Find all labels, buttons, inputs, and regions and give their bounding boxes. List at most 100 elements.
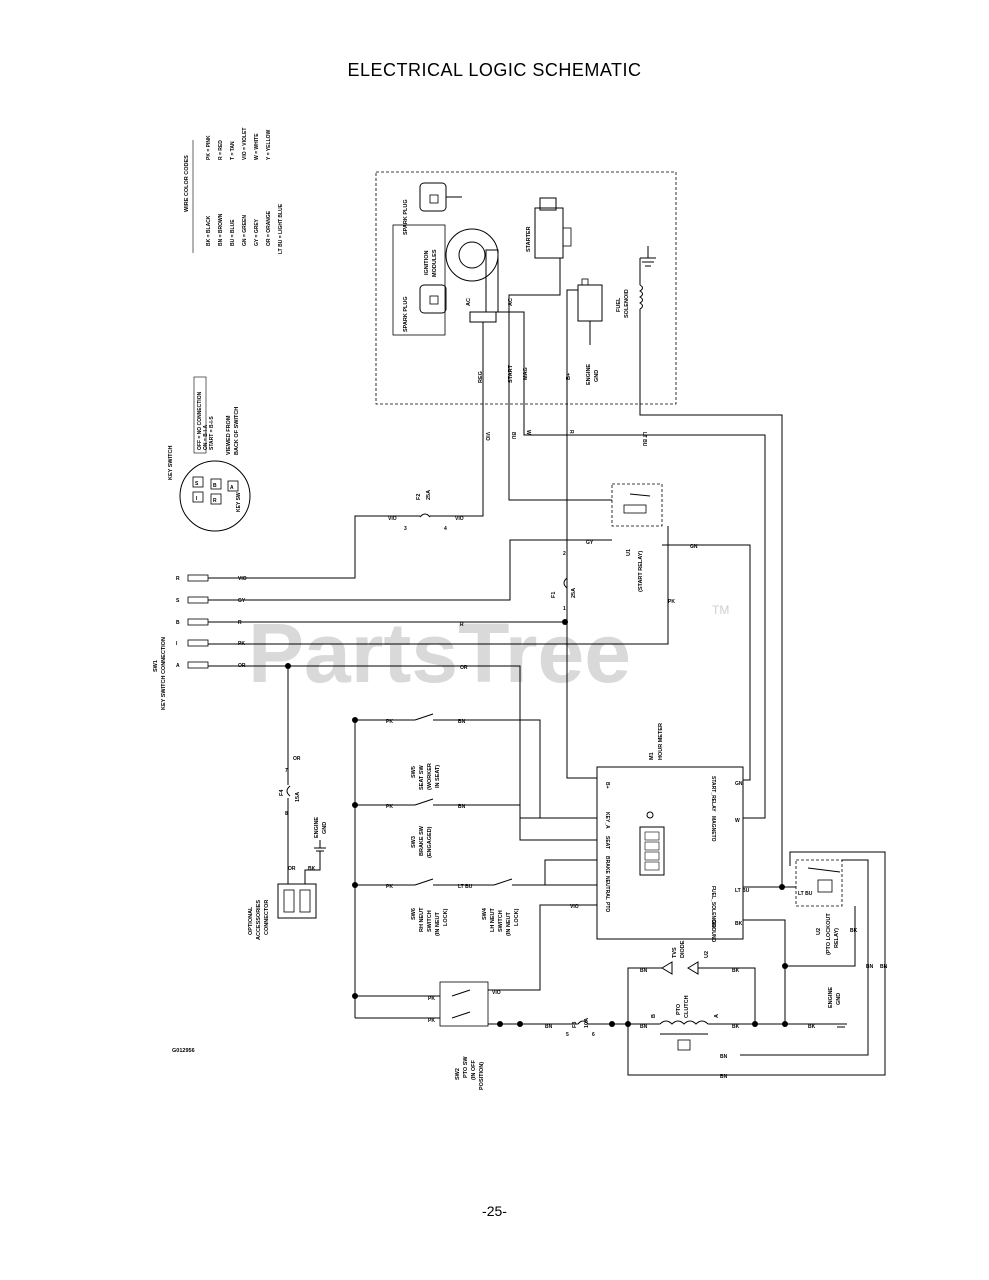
svg-text:BN: BN: [880, 964, 888, 970]
svg-text:PTO SW: PTO SW: [463, 1056, 469, 1078]
fuse-rating: 25A: [571, 588, 577, 598]
svg-text:PK: PK: [668, 599, 675, 605]
svg-text:CONNECTOR: CONNECTOR: [264, 900, 270, 935]
fuse-pin: 7: [285, 768, 288, 774]
drawing-number: G012956: [172, 1048, 195, 1054]
start-relay-boundary: [611, 483, 663, 527]
svg-text:ENGINE: ENGINE: [828, 987, 834, 1008]
ignition-modules-label: IGNITION: [424, 251, 430, 275]
fuse-pin: 2: [563, 551, 566, 557]
svg-text:IN SEAT): IN SEAT): [435, 765, 441, 788]
switch-contact: [414, 713, 434, 721]
key-conn-wire: GY: [238, 598, 246, 604]
spark-plug-1-label: SPARK PLUG: [403, 199, 409, 235]
terminal-start: START: [508, 364, 514, 383]
fuse-f1-symbol: [563, 577, 568, 589]
pto-lockout-relay-u2: U2 (PTO LOCKOUT RELAY): [795, 859, 843, 955]
diode-symbol: [661, 961, 673, 975]
spark-plug-2: [419, 284, 447, 314]
svg-text:BK: BK: [808, 1024, 816, 1030]
hour-meter-display: [639, 826, 665, 876]
svg-text:LT BU: LT BU: [641, 432, 647, 447]
key-switch-logic: START = B-I-S: [209, 416, 215, 450]
svg-text:SW6: SW6: [411, 908, 417, 920]
spark-plug-2-label: SPARK PLUG: [403, 296, 409, 332]
svg-text:BN: BN: [545, 1024, 553, 1030]
key-switch-logic: OFF = NO CONNECTION: [197, 391, 203, 450]
spark-plug-1: [419, 182, 447, 212]
wire-code: T = TAN: [230, 141, 236, 160]
svg-text:BK: BK: [732, 1024, 740, 1030]
fuse-pin: 4: [444, 526, 447, 532]
svg-text:BK: BK: [850, 928, 858, 934]
pto-relay-boundary: [795, 859, 843, 907]
wire-code: BU = BLUE: [230, 219, 236, 246]
svg-text:VIO: VIO: [455, 516, 464, 522]
svg-text:BN: BN: [720, 1054, 728, 1060]
svg-text:VIO: VIO: [492, 990, 501, 996]
key-switch-title: KEY SWITCH: [168, 446, 174, 480]
engine-gnd-acc-label: GND: [322, 822, 328, 834]
key-conn-terminal: I: [176, 641, 178, 647]
wire-code: GY = GREY: [254, 218, 260, 246]
accessories-connector: OPTIONAL ACCESSORIES CONNECTOR ENGINE GN…: [248, 817, 328, 940]
page-number: -25-: [482, 1203, 507, 1219]
svg-text:BK: BK: [308, 866, 316, 872]
svg-text:LOCK): LOCK): [514, 908, 520, 926]
svg-text:(ENGAGED): (ENGAGED): [427, 826, 433, 858]
fuse-name: F4: [279, 789, 285, 796]
terminal-mag: MAG: [523, 367, 529, 380]
wire-code: LT BU = LIGHT BLUE: [278, 203, 284, 254]
tvs-diode: TVS DIODE U2: [661, 940, 710, 975]
svg-text:(IN NEUT: (IN NEUT: [435, 912, 441, 936]
key-conn-terminal: R: [176, 576, 180, 582]
wire-code: PK = PINK: [206, 135, 212, 160]
wire-code: Y = YELLOW: [266, 129, 272, 160]
key-terminal: R: [213, 498, 217, 504]
svg-text:(IN OFF: (IN OFF: [471, 1060, 477, 1080]
hour-meter-pin: PTO: [604, 902, 610, 912]
seat-switch-sw5: SW5 SEAT SW (WORKER IN SEAT): [411, 713, 441, 790]
key-conn-wire: R: [238, 620, 242, 626]
svg-text:W: W: [735, 818, 740, 824]
svg-text:U2: U2: [704, 951, 710, 958]
svg-text:SW5: SW5: [411, 766, 417, 778]
svg-text:R: R: [460, 622, 464, 628]
wire-code: OR = ORANGE: [266, 210, 272, 246]
fuse-pin: 8: [285, 811, 288, 817]
fuse-f4-symbol: [286, 785, 291, 797]
svg-text:B: B: [651, 1014, 657, 1018]
svg-text:A: A: [714, 1014, 720, 1018]
hour-meter-pin: BRAKE: [604, 856, 610, 874]
switch-contact: [493, 878, 513, 886]
pto-relay-label: RELAY): [834, 928, 840, 948]
pto-clutch: PTO CLUTCH B A: [651, 995, 720, 1051]
fuse-f1: F1 25A 2 1: [551, 551, 577, 612]
fuse-f2-symbol: [419, 513, 431, 518]
hour-meter-pin: SEAT: [604, 836, 610, 849]
pto-relay-label: (PTO LOCKOUT: [826, 913, 832, 955]
key-switch-view-note: VIEWED FROM: [226, 415, 232, 455]
terminal-bplus: B+: [566, 373, 572, 380]
svg-text:ACCESSORIES: ACCESSORIES: [256, 900, 262, 940]
switch-contact: [414, 798, 434, 806]
svg-text:BK: BK: [735, 921, 743, 927]
watermark-trademark: TM: [712, 603, 729, 617]
fuse-pin: 5: [566, 1032, 569, 1038]
hour-meter-pin: B+: [604, 782, 610, 789]
svg-text:BN: BN: [640, 1024, 648, 1030]
starter-label: STARTER: [526, 226, 532, 252]
pto-switch-body: [439, 981, 489, 1027]
svg-text:GND: GND: [836, 993, 842, 1005]
svg-text:OPTIONAL: OPTIONAL: [248, 906, 254, 935]
svg-text:LH NEUT: LH NEUT: [490, 908, 496, 932]
svg-text:TVS: TVS: [672, 947, 678, 958]
svg-text:BN: BN: [458, 804, 466, 810]
pto-clutch-coil: [659, 1020, 709, 1025]
engine-boundary: [375, 171, 677, 405]
wire-color-code-table: WIRE COLOR CODES BK = BLACK BN = BROWN B…: [184, 128, 284, 254]
ignition-module-frame: [392, 224, 446, 336]
brake-switch-sw3: SW3 BRAKE SW (ENGAGED): [411, 798, 434, 858]
svg-text:VIO: VIO: [388, 516, 397, 522]
rh-neutral-switch-sw6: SW6 RH NEUT SWITCH (IN NEUT LOCK): [411, 878, 449, 936]
